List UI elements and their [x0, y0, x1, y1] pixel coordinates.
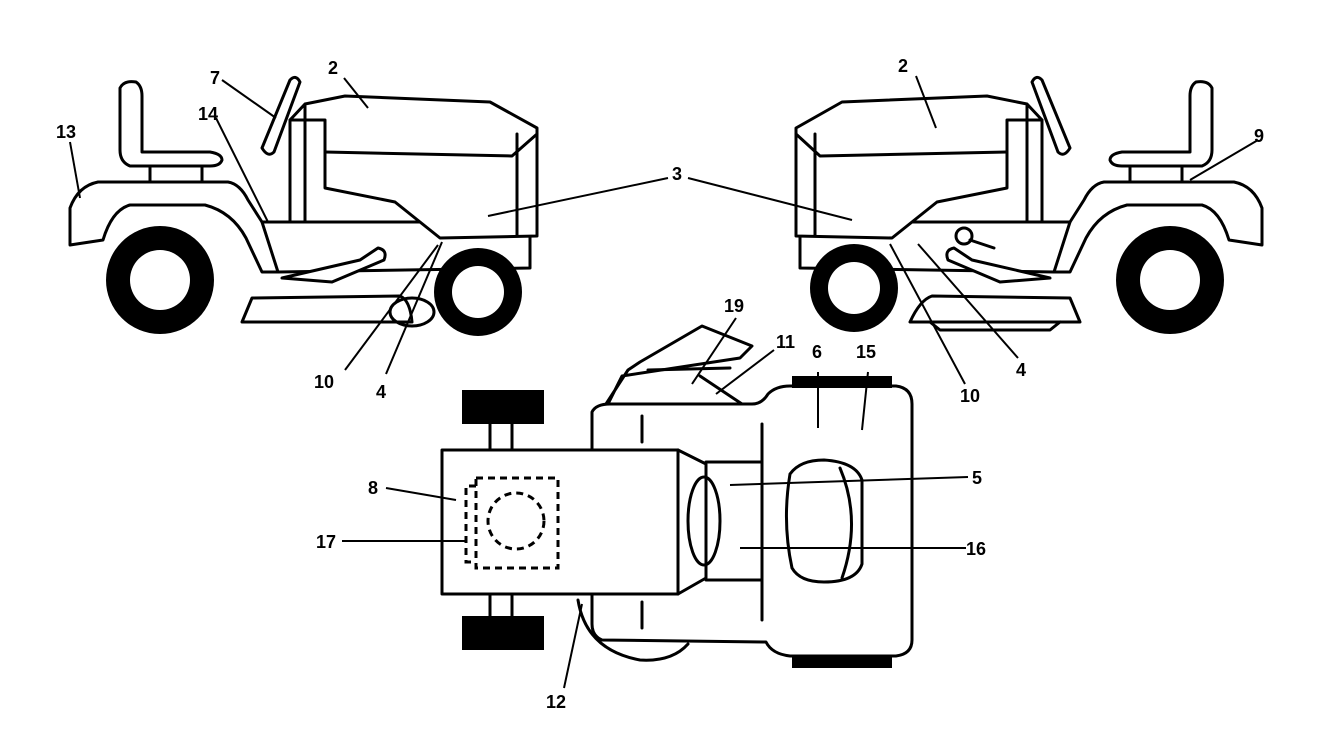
callout-17-top: 17 — [316, 532, 336, 552]
rear-body-top — [440, 448, 680, 596]
hood-right — [794, 94, 1044, 240]
leader-lines — [69, 75, 1259, 689]
callout-15-top: 15 — [856, 342, 876, 362]
discharge-chute — [604, 324, 754, 406]
rear-tire-top-1 — [462, 390, 544, 424]
front-wheel-right — [810, 244, 898, 332]
callout-4-right: 4 — [1016, 360, 1026, 380]
callout-7-left: 7 — [210, 68, 220, 88]
seat-right — [1108, 80, 1214, 168]
front-wheel-left — [434, 248, 522, 336]
mower-deck-left — [240, 294, 414, 324]
callout-labels: 2 7 14 13 10 4 3 2 9 4 10 19 11 6 15 8 1… — [56, 56, 1264, 712]
callout-19-top: 19 — [724, 296, 744, 316]
callout-6-top: 6 — [812, 342, 822, 362]
left-side-view — [68, 75, 539, 336]
callout-5-top: 5 — [972, 468, 982, 488]
callout-13-left: 13 — [56, 122, 76, 142]
rear-wheel-left — [106, 226, 214, 334]
callout-9-right: 9 — [1254, 126, 1264, 146]
callout-3-center: 3 — [672, 164, 682, 184]
callout-11-top: 11 — [776, 332, 795, 352]
callout-2-right: 2 — [898, 56, 908, 76]
steering-wheel-right — [1030, 75, 1072, 156]
seat-left — [118, 80, 224, 168]
battery-compartment — [474, 476, 560, 570]
top-view — [440, 324, 914, 668]
callout-10-right: 10 — [960, 386, 980, 406]
front-tire-top-2 — [792, 656, 892, 668]
callout-16-top: 16 — [966, 539, 986, 559]
mower-deck-right — [908, 294, 1082, 324]
hood-left — [288, 94, 539, 240]
right-side-view — [794, 75, 1264, 334]
callout-10-left: 10 — [314, 372, 334, 392]
callout-14-left: 14 — [198, 104, 218, 124]
rear-wheel-right — [1116, 226, 1224, 334]
callout-12-top: 12 — [546, 692, 566, 712]
callout-2-left: 2 — [328, 58, 338, 78]
steering-wheel-left — [260, 75, 302, 156]
front-tire-top-1 — [792, 376, 892, 388]
callout-4-left: 4 — [376, 382, 386, 402]
callout-8-top: 8 — [368, 478, 378, 498]
rear-tire-top-2 — [462, 616, 544, 650]
